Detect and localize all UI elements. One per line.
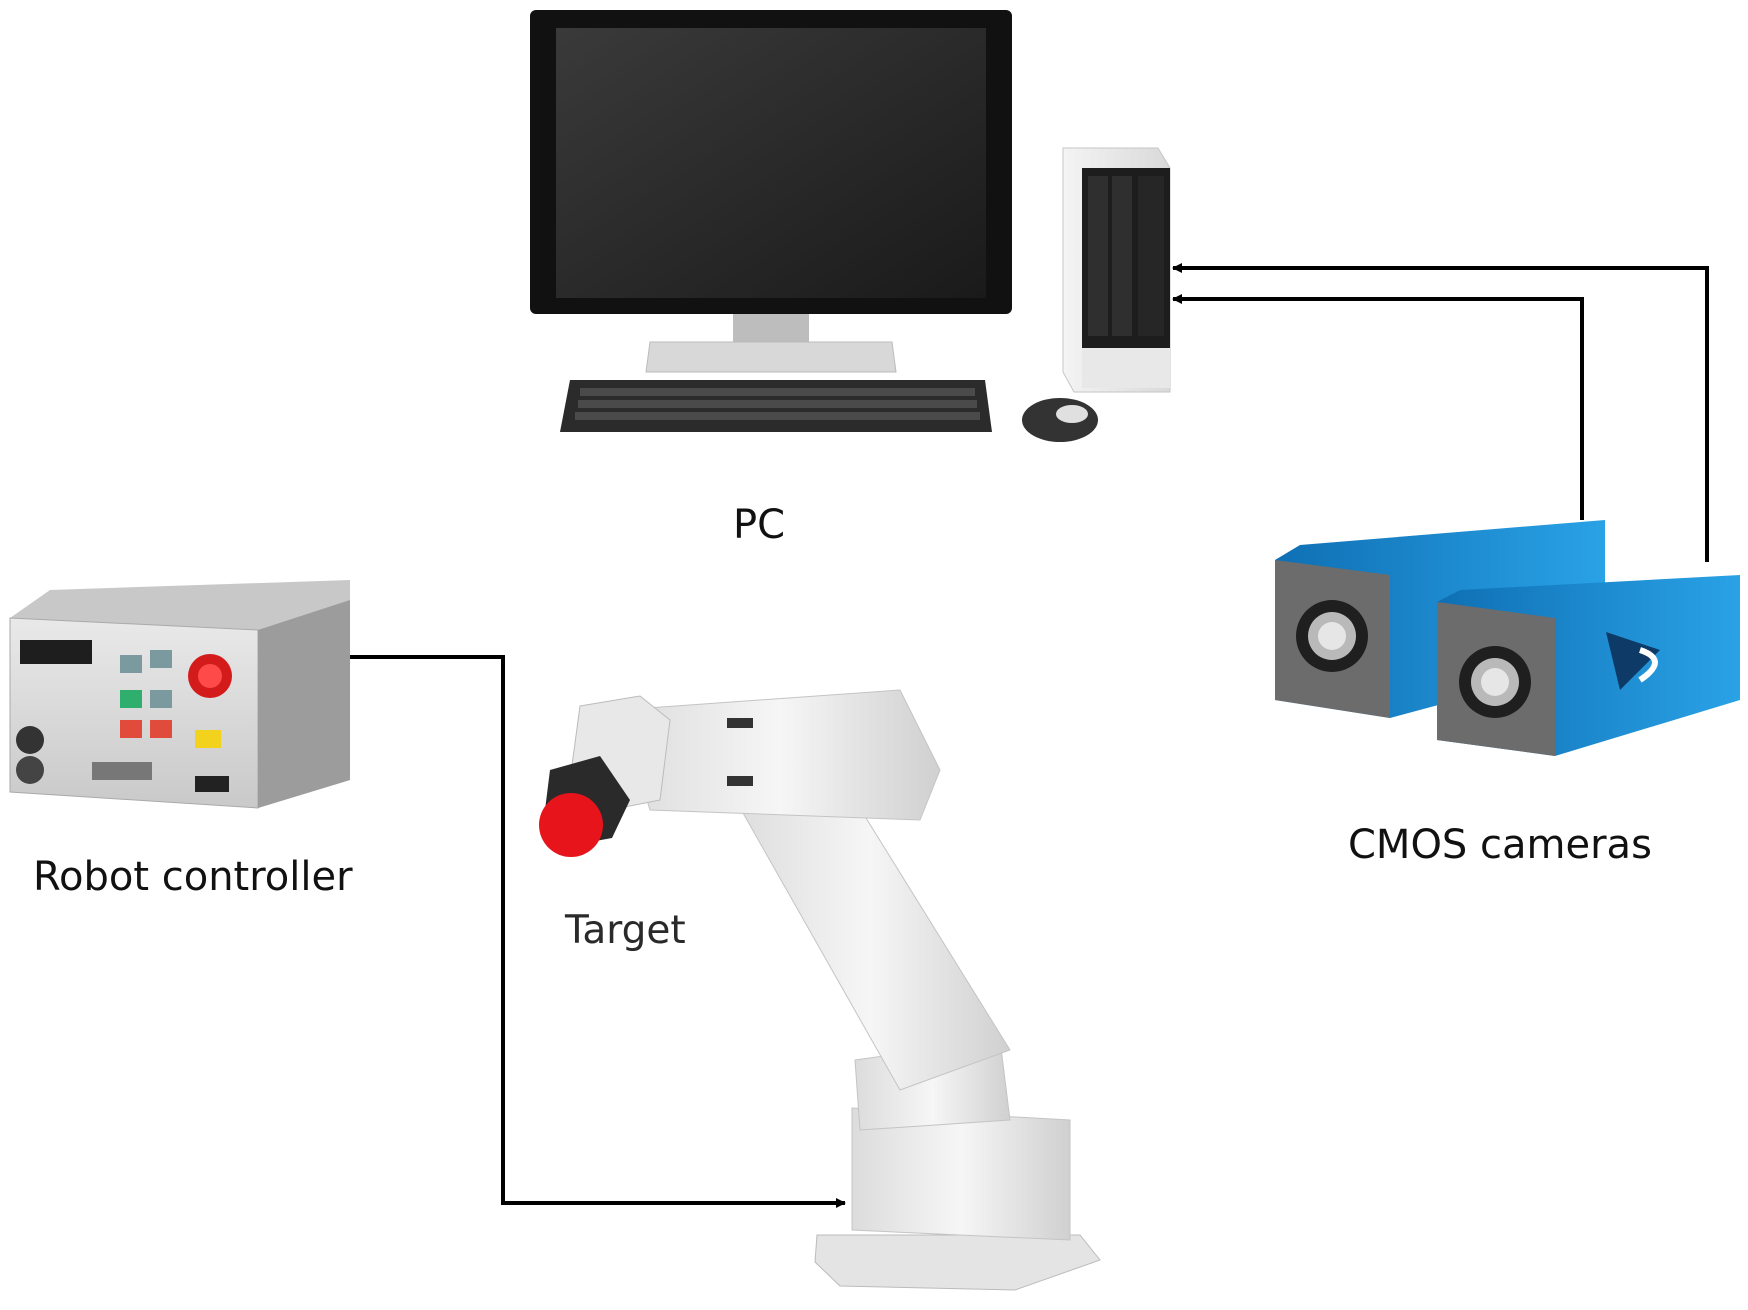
keyboard-icon (560, 380, 992, 432)
controller-to-robot-connector (350, 655, 846, 1208)
pc-tower-icon (1062, 147, 1171, 393)
cmos-cameras-label: CMOS cameras (1348, 822, 1652, 868)
robot-controller-label: Robot controller (33, 854, 353, 900)
camera-to-pc-connector (1172, 294, 1584, 520)
camera-to-pc-connector (1172, 263, 1709, 562)
mouse-icon (1022, 398, 1098, 442)
target-marker (539, 793, 603, 857)
monitor-icon (530, 10, 1012, 373)
cmos-camera-icon (1437, 575, 1740, 756)
target-label: Target (565, 908, 686, 953)
pc-label: PC (733, 502, 786, 548)
robot-controller-icon (9, 580, 350, 809)
robot-arm-icon (545, 689, 1101, 1291)
